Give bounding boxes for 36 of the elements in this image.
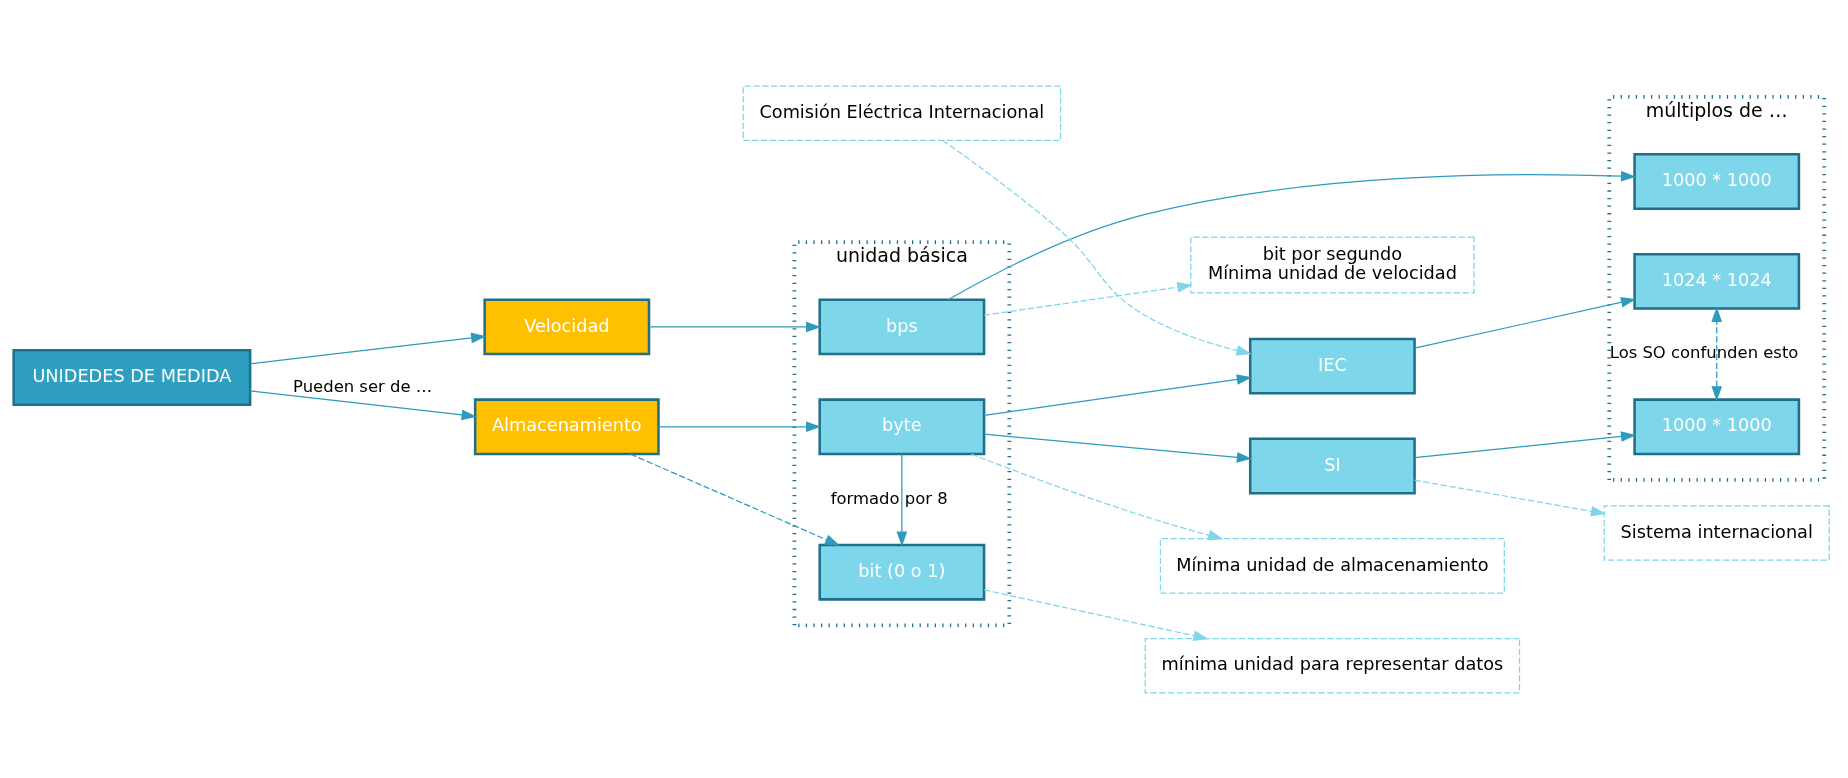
node-box: Mínima unidad de almacenamiento: [1159, 537, 1505, 594]
node-box: bps: [818, 297, 986, 355]
arrow: [249, 389, 477, 420]
arrow: [1414, 296, 1637, 349]
node-box: IEC: [1248, 337, 1416, 395]
arrow: [983, 433, 1252, 463]
node-box: UNIDEDES DE MEDIDA: [12, 348, 252, 406]
edge-label: Pueden ser de …: [293, 376, 433, 396]
node-box: Almacenamiento: [473, 397, 660, 455]
arrow: [983, 588, 1209, 641]
arrow: [630, 453, 841, 546]
arrow: [657, 421, 822, 432]
edge-label: Los SO confunden esto: [1609, 342, 1799, 362]
arrow: [942, 139, 1252, 356]
arrow: [249, 332, 487, 364]
arrow: [983, 373, 1252, 416]
node-box: mínima unidad para representar datos: [1144, 637, 1521, 694]
edge-label: formado por 8: [830, 488, 948, 508]
node-box: 1000 * 1000: [1633, 152, 1801, 210]
node-box: SI: [1248, 437, 1416, 494]
node-box: 1024 * 1024: [1633, 252, 1801, 310]
node-box: byte: [818, 397, 986, 455]
node-box: Velocidad: [483, 297, 651, 355]
arrow: [896, 452, 908, 547]
arrow: [983, 281, 1193, 316]
arrow: [947, 170, 1637, 300]
arrow: [1414, 430, 1637, 458]
arrow: [970, 453, 1224, 540]
node-box: Comisión Eléctrica Internacional: [742, 84, 1062, 141]
arrow: [648, 321, 822, 332]
node-box: Sistema internacional: [1603, 504, 1830, 561]
arrow: [1414, 479, 1607, 516]
node-box: bit (0 o 1): [818, 543, 986, 601]
node-box: 1000 * 1000: [1633, 397, 1801, 455]
arrow: [1711, 306, 1723, 401]
node-box: bit por segundo Mínima unidad de velocidad: [1190, 236, 1475, 293]
